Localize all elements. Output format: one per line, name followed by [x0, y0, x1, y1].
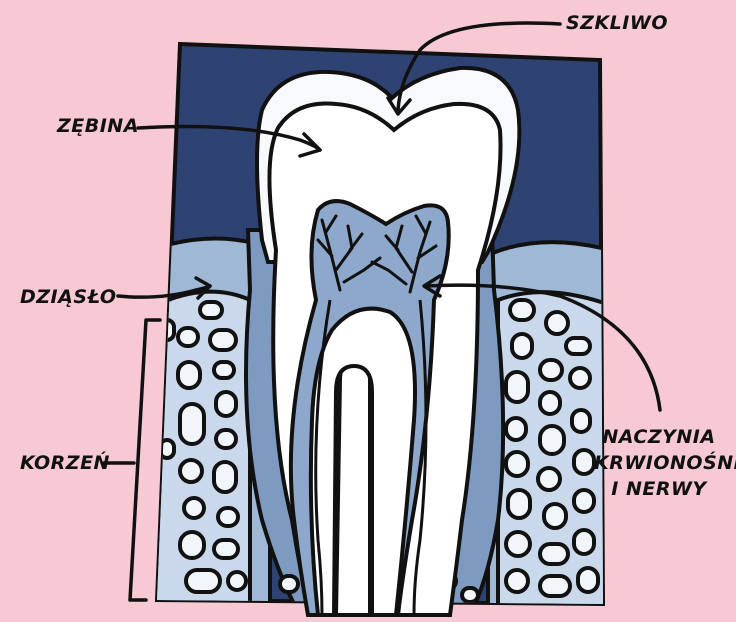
- enamel-label: SZKLIWO: [566, 10, 668, 36]
- dentin-label: ZĘBINA: [57, 113, 139, 139]
- vessels-label-line-3: I NERWY: [594, 476, 724, 502]
- root-label: KORZEŃ: [20, 450, 110, 476]
- gum-label: DZIĄSŁO: [20, 284, 117, 310]
- vessels-label-line-2: KRWIONOŚNE: [594, 450, 724, 476]
- root-bracket: [130, 320, 160, 600]
- vessels-label: NACZYNIA KRWIONOŚNE I NERWY: [594, 424, 724, 502]
- vessels-label-line-1: NACZYNIA: [594, 424, 724, 450]
